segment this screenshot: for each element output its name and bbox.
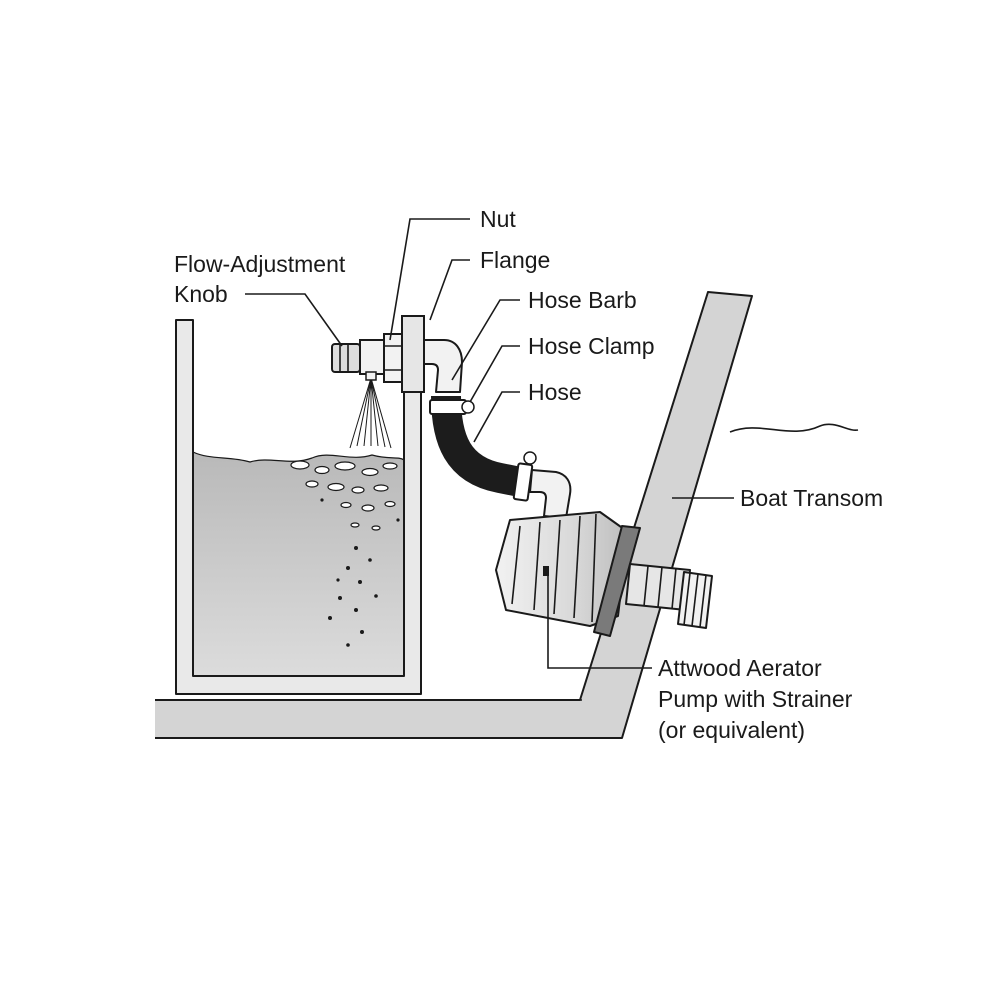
live-well-tank xyxy=(175,319,422,695)
nut-body xyxy=(383,333,403,383)
leader-nut xyxy=(389,218,470,341)
rising-bubbles xyxy=(320,498,400,647)
spray-nozzle xyxy=(365,371,377,381)
label-flow-knob-line1: Flow-Adjustment xyxy=(174,251,346,277)
leader-hose-clamp xyxy=(469,345,520,403)
leader-flow-knob xyxy=(245,293,343,347)
water-surface-outside xyxy=(729,423,859,433)
label-hose-barb: Hose Barb xyxy=(528,287,637,313)
leader-pump xyxy=(547,574,652,669)
label-pump-line3: (or equivalent) xyxy=(658,717,805,743)
hose-assembly xyxy=(429,395,572,519)
label-flange: Flange xyxy=(480,247,550,273)
tank-water xyxy=(192,451,405,677)
flange-plate xyxy=(401,315,425,393)
label-hose: Hose xyxy=(528,379,582,405)
label-hose-clamp: Hose Clamp xyxy=(528,333,655,359)
fitting-body xyxy=(359,339,385,375)
hose-barb-elbow xyxy=(423,339,463,393)
aerator-pump xyxy=(495,511,713,637)
leader-hose xyxy=(473,391,520,443)
outlet-fitting xyxy=(331,315,463,393)
flow-knob xyxy=(331,343,361,373)
label-flow-knob-line2: Knob xyxy=(174,281,228,307)
boat-hull xyxy=(155,291,859,739)
water-spray xyxy=(349,377,392,449)
label-pump-line1: Attwood Aerator xyxy=(658,655,822,681)
leader-flange xyxy=(429,259,470,321)
hose-clamp-top xyxy=(429,399,467,415)
label-boat-transom: Boat Transom xyxy=(740,485,883,511)
foam-bubbles xyxy=(290,460,398,531)
pump-elbow xyxy=(529,469,572,519)
leader-lines xyxy=(245,218,734,669)
leader-hose-barb xyxy=(451,299,520,381)
label-nut: Nut xyxy=(480,206,516,232)
pump-gasket xyxy=(593,525,641,637)
label-pump-line2: Pump with Strainer xyxy=(658,686,853,712)
